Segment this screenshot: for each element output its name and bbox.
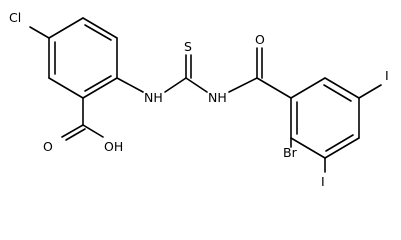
hydroxyl-label: OH bbox=[104, 139, 123, 154]
chlorine-label: Cl bbox=[9, 10, 21, 25]
amide-oxygen-label: O bbox=[255, 32, 265, 47]
right-nh-label: NH bbox=[208, 90, 227, 105]
left-nh-label: NH bbox=[144, 90, 163, 105]
sulfur-label: S bbox=[184, 39, 192, 54]
chlorobenzoic-ring bbox=[48, 17, 118, 99]
cl-bond bbox=[29, 26, 50, 39]
bromine-label: Br bbox=[283, 145, 298, 160]
iodine-bottom-label: I bbox=[321, 174, 325, 189]
molecule-structure: Cl O OH NH S NH O I bbox=[9, 10, 389, 189]
bromodiiodo-ring bbox=[256, 77, 360, 159]
iodo-top-bond bbox=[358, 84, 382, 99]
carbonyl-oxygen-label: O bbox=[43, 139, 53, 154]
thiourea-linker bbox=[116, 54, 258, 93]
iodine-top-label: I bbox=[385, 68, 389, 83]
carboxylic-acid-group bbox=[61, 97, 104, 141]
amide-carbonyl bbox=[256, 47, 263, 79]
